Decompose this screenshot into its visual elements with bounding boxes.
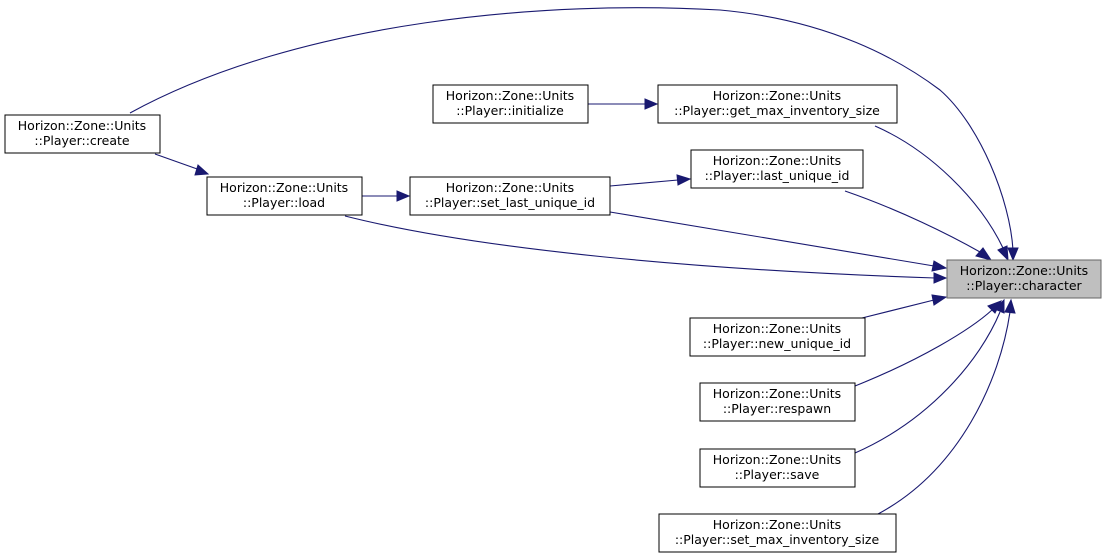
edge-create-to-character	[129, 7, 1019, 262]
node-line1: Horizon::Zone::Units	[18, 118, 146, 133]
node-line1: Horizon::Zone::Units	[713, 452, 841, 467]
node-line1: Horizon::Zone::Units	[713, 321, 841, 336]
node-line1: Horizon::Zone::Units	[713, 153, 841, 168]
node-player-new-unique-id[interactable]: Horizon::Zone::Units ::Player::new_uniqu…	[689, 317, 866, 357]
edge-set-max-inventory-size-to-character	[877, 298, 1016, 515]
node-player-get-max-inventory-size[interactable]: Horizon::Zone::Units ::Player::get_max_i…	[657, 84, 898, 124]
edge-last-unique-id-to-character	[844, 190, 993, 261]
edge-new-unique-id-to-character	[861, 294, 948, 319]
node-line1: Horizon::Zone::Units	[713, 88, 841, 103]
node-player-save[interactable]: Horizon::Zone::Units ::Player::save	[699, 448, 856, 488]
node-line2: ::Player::create	[34, 133, 130, 148]
node-line1: Horizon::Zone::Units	[960, 263, 1088, 278]
node-player-initialize[interactable]: Horizon::Zone::Units ::Player::initializ…	[432, 84, 589, 124]
node-line2: ::Player::load	[243, 195, 325, 210]
node-line2: ::Player::character	[966, 278, 1082, 293]
edge-save-to-character	[854, 298, 1005, 454]
node-line2: ::Player::new_unique_id	[703, 336, 851, 351]
edge-initialize-to-get-max-inventory-size	[588, 98, 659, 110]
edge-set-last-unique-id-to-last-unique-id	[609, 174, 692, 187]
node-player-set-max-inventory-size[interactable]: Horizon::Zone::Units ::Player::set_max_i…	[658, 513, 897, 553]
node-line1: Horizon::Zone::Units	[446, 88, 574, 103]
node-line2: ::Player::set_max_inventory_size	[675, 532, 880, 547]
edge-load-to-set-last-unique-id	[362, 190, 411, 202]
node-player-last-unique-id[interactable]: Horizon::Zone::Units ::Player::last_uniq…	[690, 149, 864, 189]
node-line1: Horizon::Zone::Units	[220, 180, 348, 195]
node-line2: ::Player::initialize	[456, 103, 564, 118]
edge-load-to-character	[344, 215, 948, 284]
node-player-respawn[interactable]: Horizon::Zone::Units ::Player::respawn	[699, 382, 856, 422]
edge-create-to-load	[154, 153, 210, 176]
node-player-load[interactable]: Horizon::Zone::Units ::Player::load	[206, 176, 363, 216]
node-line2: ::Player::get_max_inventory_size	[674, 103, 880, 118]
node-player-create[interactable]: Horizon::Zone::Units ::Player::create	[4, 114, 161, 154]
node-line1: Horizon::Zone::Units	[446, 180, 574, 195]
edge-set-last-unique-id-to-character	[609, 211, 948, 272]
node-line2: ::Player::last_unique_id	[705, 168, 850, 183]
edge-get-max-inventory-size-to-character	[874, 125, 1009, 262]
node-line1: Horizon::Zone::Units	[713, 386, 841, 401]
node-line1: Horizon::Zone::Units	[713, 517, 841, 532]
node-player-set-last-unique-id[interactable]: Horizon::Zone::Units ::Player::set_last_…	[409, 176, 611, 216]
node-line2: ::Player::set_last_unique_id	[425, 195, 595, 210]
node-line2: ::Player::save	[735, 467, 820, 482]
node-player-character[interactable]: Horizon::Zone::Units ::Player::character	[946, 259, 1102, 299]
node-line2: ::Player::respawn	[723, 401, 831, 416]
